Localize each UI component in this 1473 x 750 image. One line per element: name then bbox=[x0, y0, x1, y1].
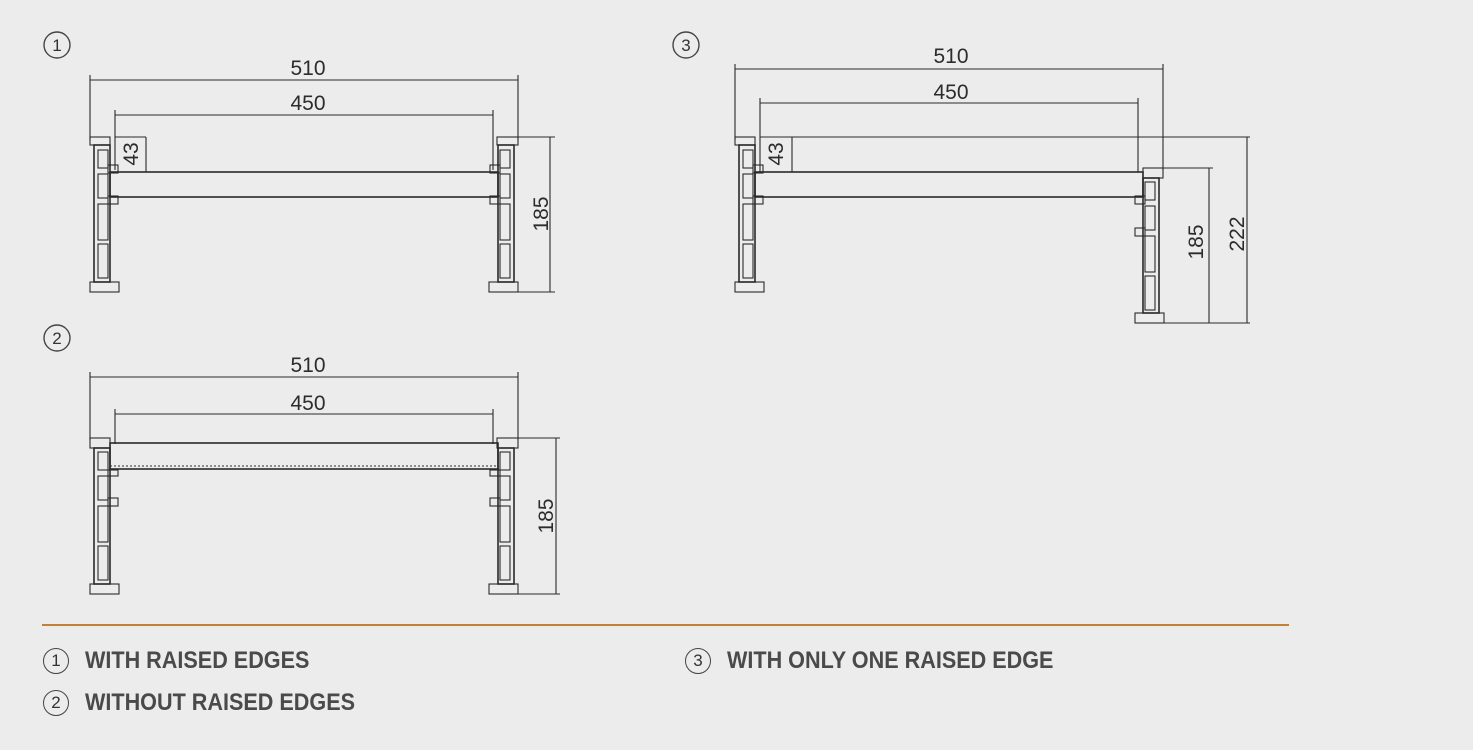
technical-drawing: 1 510 450 43 185 bbox=[43, 31, 1250, 595]
view-3-dim-510: 510 bbox=[933, 45, 968, 68]
view-2-number: 2 bbox=[52, 329, 61, 348]
view-3-dim-185: 185 bbox=[1185, 224, 1208, 259]
legend-1-number-badge: 1 bbox=[43, 648, 69, 674]
view-1-number-badge bbox=[43, 31, 71, 59]
view-1-number: 1 bbox=[52, 36, 61, 55]
view-1-dim-510: 510 bbox=[290, 57, 325, 80]
legend-2-label: WITHOUT RAISED EDGES bbox=[85, 689, 356, 716]
view-3-number: 3 bbox=[681, 36, 690, 55]
legend-3-label: WITH ONLY ONE RAISED EDGE bbox=[727, 647, 1054, 674]
legend-1-label: WITH RAISED EDGES bbox=[85, 647, 310, 674]
legend-3-number-badge: 3 bbox=[685, 648, 711, 674]
view-3-dim-450: 450 bbox=[933, 81, 968, 104]
view-2-without-raised-edges: 2 510 450 185 bbox=[43, 324, 560, 595]
view-3-dim-222: 222 bbox=[1226, 216, 1249, 251]
view-2-dim-510: 510 bbox=[290, 354, 325, 377]
legend-item-1: 1 WITH RAISED EDGES bbox=[43, 645, 334, 677]
legend-divider bbox=[42, 624, 1289, 626]
view-3-dim-43: 43 bbox=[765, 142, 788, 165]
view-3-with-one-raised-edge: 3 510 450 43 185 222 bbox=[672, 31, 1250, 324]
view-2-number-badge bbox=[43, 324, 71, 352]
view-1-with-raised-edges: 1 510 450 43 185 bbox=[43, 31, 555, 293]
view-1-dim-43: 43 bbox=[120, 142, 143, 165]
view-1-dim-185: 185 bbox=[530, 196, 553, 231]
legend-item-3: 3 WITH ONLY ONE RAISED EDGE bbox=[685, 645, 1090, 677]
view-3-number-badge bbox=[672, 31, 700, 59]
view-2-dim-185: 185 bbox=[535, 498, 558, 533]
legend-item-2: 2 WITHOUT RAISED EDGES bbox=[43, 687, 385, 719]
legend-2-number-badge: 2 bbox=[43, 690, 69, 716]
view-1-dim-450: 450 bbox=[290, 92, 325, 115]
view-2-dim-450: 450 bbox=[290, 392, 325, 415]
